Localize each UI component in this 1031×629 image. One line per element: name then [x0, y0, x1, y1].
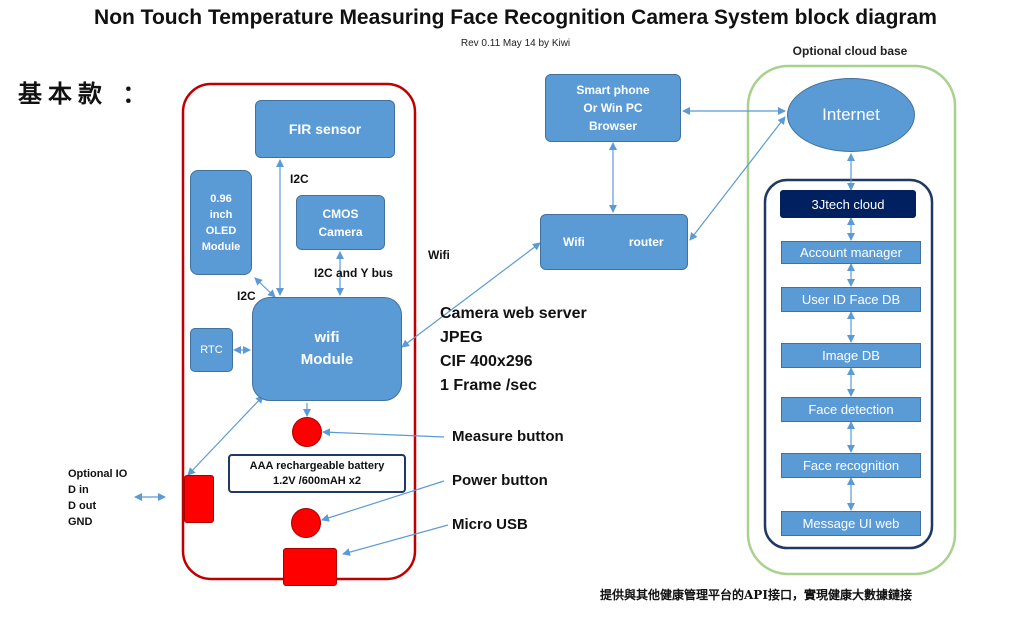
internet-node: Internet: [787, 78, 915, 152]
arrow-io-wifi: [187, 395, 264, 476]
diagram-subtitle: Rev 0.11 May 14 by Kiwi: [460, 38, 571, 49]
footer-note: 提供與其他健康管理平台的API接口，實現健康大數據鏈接: [600, 588, 912, 602]
wifi-link-label: Wifi: [428, 248, 450, 262]
io-line-1: Optional IO: [68, 468, 128, 480]
oled-line-2: inch: [209, 208, 233, 221]
io-line-2: D in: [68, 484, 89, 496]
phone-line-1: Smart phone: [576, 83, 650, 97]
io-line-3: D out: [68, 500, 97, 512]
phone-line-3: Browser: [588, 119, 638, 133]
arrow-oled-wifi: [254, 277, 276, 298]
cloud-item-face-recognition: Face recognition: [781, 453, 921, 478]
micro-usb-connector: [283, 548, 337, 586]
server-line-1: Camera web server: [440, 305, 587, 322]
arrow-usb-label: [342, 524, 449, 556]
oled-line-1: 0.96: [210, 192, 232, 205]
battery-block: AAA rechargeable battery 1.2V /600mAH x2: [228, 454, 406, 493]
rtc-block: RTC: [190, 328, 233, 372]
cloud-item-message-ui-web: Message UI web: [781, 511, 921, 536]
optional-io-connector: [184, 475, 214, 523]
measure-button: [292, 417, 322, 447]
server-line-3: CIF 400x296: [440, 353, 533, 370]
fir-sensor-block: FIR sensor: [255, 100, 395, 158]
variant-label: 基本款 ：: [18, 79, 153, 108]
arrow-wifi-router: [401, 242, 541, 348]
cmos-camera-block: CMOS Camera: [296, 195, 385, 250]
i2c-oled-label: I2C: [237, 289, 256, 303]
micro-usb-label: Micro USB: [452, 516, 528, 533]
server-line-4: 1 Frame /sec: [440, 377, 537, 394]
wifi-router-block: Wifi router: [540, 214, 688, 270]
i2c-fir-label: I2C: [290, 172, 309, 186]
arrow-power-label: [321, 480, 445, 522]
cloud-item-user-face-db: User ID Face DB: [781, 287, 921, 312]
cloud-header: 3Jtech cloud: [780, 190, 916, 218]
oled-line-4: Module: [201, 240, 241, 253]
power-button: [291, 508, 321, 538]
server-line-2: JPEG: [440, 329, 483, 346]
cloud-item-image-db: Image DB: [781, 343, 921, 368]
smartphone-browser-block: Smart phone Or Win PC Browser: [545, 74, 681, 142]
wifi-module-block: wifi Module: [252, 297, 402, 401]
battery-line-1: AAA rechargeable battery: [249, 459, 385, 472]
wifi-module-line-1: wifi: [314, 329, 340, 346]
router-label: router: [628, 235, 664, 249]
server-spec: Camera web server JPEG CIF 400x296 1 Fra…: [440, 302, 587, 398]
power-button-label: Power button: [452, 472, 548, 489]
measure-button-label: Measure button: [452, 428, 564, 445]
cloud-item-face-detection: Face detection: [781, 397, 921, 422]
cloud-item-account-manager: Account manager: [781, 241, 921, 264]
arrow-measure-label: [322, 428, 445, 438]
diagram-title: Non Touch Temperature Measuring Face Rec…: [94, 6, 937, 29]
router-wifi-label: Wifi: [563, 235, 585, 249]
phone-line-2: Or Win PC: [583, 101, 643, 115]
battery-line-2: 1.2V /600mAH x2: [272, 474, 362, 487]
oled-module-block: 0.96 inch OLED Module: [190, 170, 252, 275]
optional-io-label: Optional IO D in D out GND: [68, 466, 127, 530]
cloud-caption: Optional cloud base: [792, 44, 908, 58]
cmos-line-1: CMOS: [322, 206, 359, 221]
cmos-line-2: Camera: [318, 224, 363, 239]
cloud-outline: [746, 64, 957, 576]
arrow-router-internet: [689, 116, 786, 241]
wifi-module-line-2: Module: [300, 351, 354, 368]
oled-line-3: OLED: [205, 224, 237, 237]
io-line-4: GND: [68, 516, 93, 528]
i2c-cmos-label: I2C and Y bus: [314, 266, 393, 280]
